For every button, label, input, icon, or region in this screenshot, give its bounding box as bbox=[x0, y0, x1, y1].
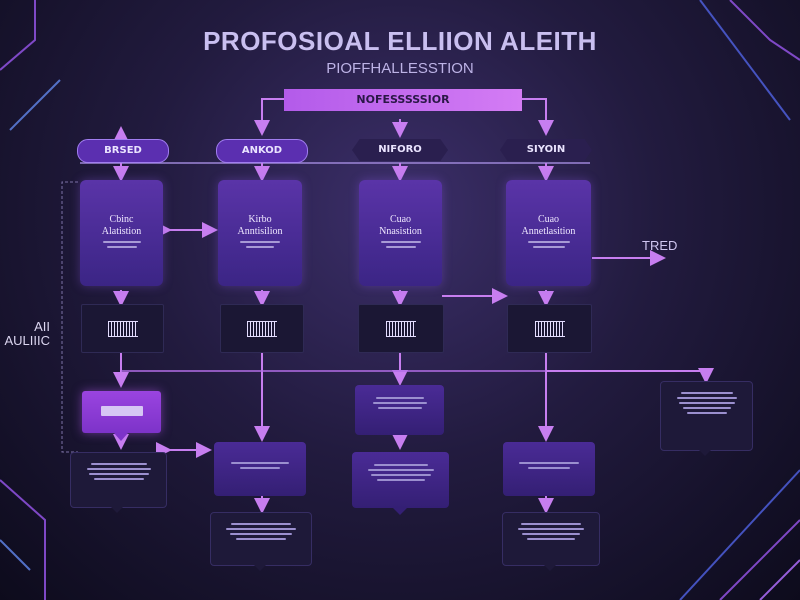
card-heading: Cbinc bbox=[109, 214, 134, 225]
highlight-text-line bbox=[101, 406, 143, 416]
data-block-3 bbox=[358, 304, 444, 353]
note-text-lines bbox=[211, 523, 311, 540]
node-pill-4: SIYOIN bbox=[500, 139, 592, 161]
card-subheading: Anntisilion bbox=[237, 226, 283, 237]
diagram-subtitle: PIOFFHALLESSTION bbox=[326, 60, 474, 77]
note-bubble-3 bbox=[352, 452, 449, 508]
note-text-lines bbox=[352, 464, 449, 481]
barcode-icon bbox=[534, 320, 565, 337]
node-pill-3: NIFORO bbox=[352, 139, 448, 161]
note-text-lines bbox=[71, 463, 166, 480]
side-label: AII AULIIIC bbox=[0, 320, 50, 348]
side-label-line-2: AULIIIC bbox=[4, 333, 50, 348]
highlight-node bbox=[82, 391, 161, 433]
note-bubble-right bbox=[660, 381, 753, 451]
note-bubble-1-pointer bbox=[110, 506, 124, 513]
highlight-node-pointer bbox=[114, 433, 128, 441]
note-text-lines bbox=[661, 392, 752, 414]
process-card-3: Cuao Nnasistion bbox=[359, 180, 442, 286]
note-bubble-1 bbox=[70, 452, 167, 508]
note-text-lines bbox=[214, 462, 306, 469]
card-text-lines bbox=[359, 241, 442, 248]
node-pill-1: BRSED bbox=[77, 139, 169, 163]
note-bubble-4 bbox=[503, 442, 595, 496]
barcode-icon bbox=[247, 320, 277, 337]
card-text-lines bbox=[218, 241, 302, 248]
data-block-1 bbox=[81, 304, 164, 353]
note-text-lines bbox=[355, 397, 444, 409]
card-text-lines bbox=[80, 241, 163, 248]
card-heading: Kirbo bbox=[248, 214, 272, 225]
barcode-icon bbox=[386, 320, 416, 337]
data-block-2 bbox=[220, 304, 304, 353]
note-bubble-5 bbox=[210, 512, 312, 566]
process-card-1: Cbinc Alatistion bbox=[80, 180, 163, 286]
card-heading: Cuao bbox=[389, 214, 412, 225]
card-text-lines bbox=[506, 241, 591, 248]
note-bubble-mid bbox=[355, 385, 444, 435]
process-card-2: Kirbo Anntisilion bbox=[218, 180, 302, 286]
node-pill-2: ANKOD bbox=[216, 139, 308, 163]
process-card-4: Cuao Annetlasition bbox=[506, 180, 591, 286]
card-subheading: Nnasistion bbox=[379, 226, 422, 237]
note-text-lines bbox=[503, 523, 599, 540]
diagram-title: PROFOSIOAL ELLIION ALEITH bbox=[203, 26, 597, 56]
note-bubble-right-pointer bbox=[698, 449, 712, 456]
note-bubble-3-pointer bbox=[393, 508, 407, 515]
data-block-4 bbox=[507, 304, 592, 353]
note-bubble-2 bbox=[214, 442, 306, 496]
right-label: TRED bbox=[642, 238, 678, 253]
card-subheading: Alatistion bbox=[101, 226, 142, 237]
note-text-lines bbox=[503, 462, 595, 469]
note-bubble-5-pointer bbox=[253, 564, 267, 571]
note-bubble-6 bbox=[502, 512, 600, 566]
barcode-icon bbox=[107, 320, 138, 337]
card-heading: Cuao bbox=[537, 214, 560, 225]
top-banner: NOFESSSSSIOR bbox=[284, 89, 522, 111]
side-label-line-1: AII bbox=[34, 319, 50, 334]
note-bubble-6-pointer bbox=[543, 564, 557, 571]
card-subheading: Annetlasition bbox=[521, 226, 576, 237]
